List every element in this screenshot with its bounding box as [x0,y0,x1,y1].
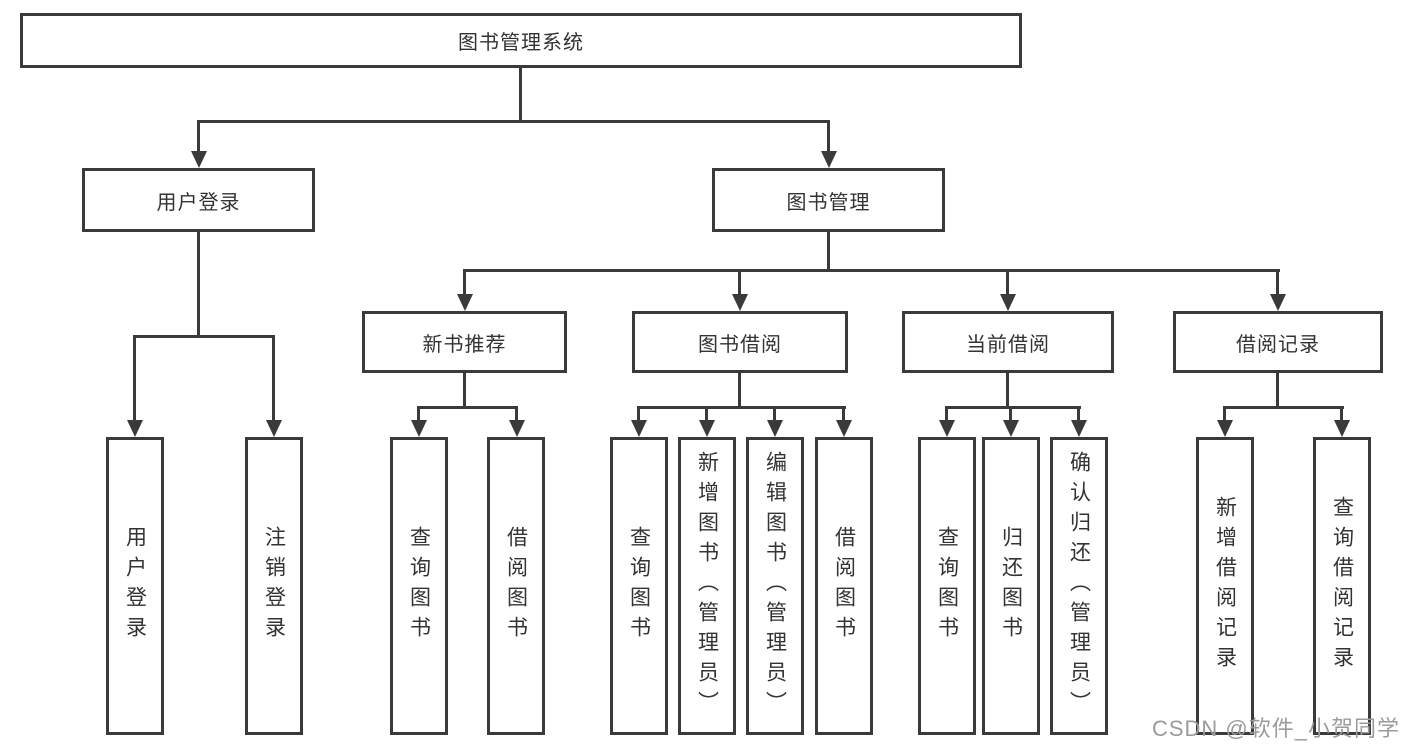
node-book-management: 图书管理 [712,168,945,232]
leaf-query-books-recommend: 查询图书 [390,437,448,735]
edge-arrow-records-add [1217,406,1233,437]
leaf-label: 编辑图书（管理员） [763,451,787,721]
edge-arrow-to-leaf-user-login [127,335,143,437]
edge-arrow-to-borrowing-records [1270,269,1286,311]
edge-records-stub [1276,373,1279,409]
edge-arrow-current-return [1003,406,1019,437]
edge-arrow-to-book-management [821,120,837,168]
edge-arrow-borrowing-add [699,406,715,437]
edge-arrow-borrowing-edit [767,406,783,437]
edge-arrow-to-new-book-recommendation [457,269,473,311]
edge-current-stub [1006,373,1009,409]
leaf-return-books: 归还图书 [982,437,1040,735]
leaf-confirm-return-admin: 确认归还（管理员） [1050,437,1108,735]
leaf-label: 查询图书 [935,526,959,646]
leaf-label: 注销登录 [262,526,286,646]
edge-arrow-borrowing-borrow [836,406,852,437]
leaf-label: 借阅图书 [832,526,856,646]
edge-arrow-current-query [939,406,955,437]
leaf-edit-books-admin: 编辑图书（管理员） [746,437,804,735]
leaf-label: 归还图书 [999,526,1023,646]
leaf-label: 借阅图书 [504,526,528,646]
edge-root-stub [519,68,522,122]
node-new-book-recommendation: 新书推荐 [362,311,567,373]
edge-arrow-records-query [1334,406,1350,437]
leaf-label: 查询图书 [407,526,431,646]
node-label: 新书推荐 [422,333,507,356]
leaf-query-borrow-record: 查询借阅记录 [1313,437,1371,735]
node-book-borrowing: 图书借阅 [632,311,848,373]
node-current-borrowing: 当前借阅 [902,311,1114,373]
csdn-watermark: CSDN @软件_小贺同学 [1151,716,1400,741]
leaf-borrow-books-recommend: 借阅图书 [487,437,545,735]
node-label: 图书管理系统 [458,32,584,54]
leaf-query-books-borrowing: 查询图书 [610,437,668,735]
edge-records-branch [1223,406,1344,409]
node-label: 借阅记录 [1236,333,1320,356]
leaf-user-login: 用户登录 [106,437,164,735]
node-label: 当前借阅 [966,333,1050,356]
leaf-label: 查询借阅记录 [1330,496,1354,676]
edge-arrow-to-user-login [191,120,207,168]
edge-borrowing-stub [738,373,741,409]
edge-arrow-to-leaf-logout [266,335,282,437]
leaf-label: 查询图书 [627,526,651,646]
node-label: 用户登录 [156,191,241,214]
leaf-query-books-current: 查询图书 [918,437,976,735]
edge-borrowing-branch [637,406,846,409]
edge-recommendation-stub [463,373,466,409]
edge-arrow-borrowing-query [631,406,647,437]
leaf-borrow-books: 借阅图书 [815,437,873,735]
edge-arrow-current-confirm [1071,406,1087,437]
leaf-label: 新增图书（管理员） [695,451,719,721]
edge-arrow-recommend-query [411,406,427,437]
node-borrowing-records: 借阅记录 [1173,311,1383,373]
edge-root-branch [197,120,830,123]
leaf-add-borrow-record: 新增借阅记录 [1196,437,1254,735]
edge-arrow-to-book-borrowing [732,269,748,311]
edge-arrow-recommend-borrow [509,406,525,437]
node-label: 图书管理 [786,191,871,214]
leaf-label: 新增借阅记录 [1213,496,1237,676]
edge-current-branch [945,406,1081,409]
leaf-logout: 注销登录 [245,437,303,735]
edge-recommendation-branch [417,406,518,409]
edge-arrow-to-current-borrowing [1000,269,1016,311]
node-user-login: 用户登录 [82,168,315,232]
edge-book-management-stub [827,232,830,272]
leaf-label: 确认归还（管理员） [1067,451,1091,721]
edge-user-login-stub [197,232,200,338]
leaf-label: 用户登录 [123,526,147,646]
node-label: 图书借阅 [698,333,782,356]
node-library-management-system: 图书管理系统 [20,13,1022,68]
edge-book-management-branch [463,269,1280,272]
edge-user-login-branch [133,335,275,338]
leaf-add-books-admin: 新增图书（管理员） [678,437,736,735]
